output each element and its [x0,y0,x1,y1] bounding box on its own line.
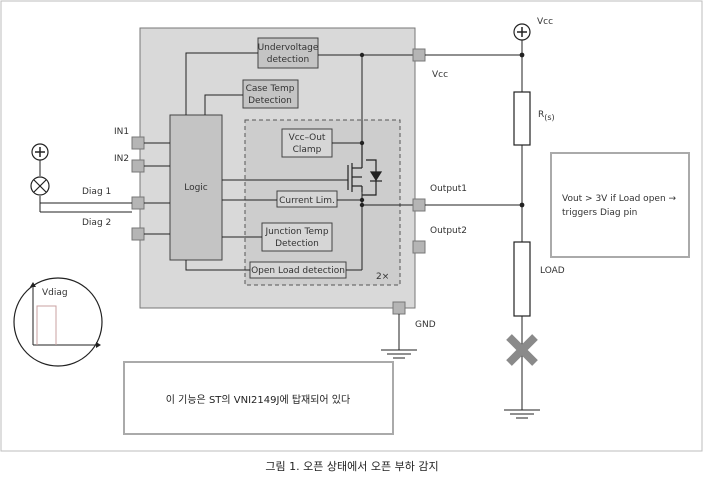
vcc-supply-label: Vcc [537,17,553,27]
pin-output1 [412,198,426,212]
vcc-out-clamp-block: Vcc–Out Clamp [281,128,333,158]
svg-text:Open Load detection: Open Load detection [251,266,345,276]
svg-text:Junction Temp: Junction Temp [264,227,328,237]
figure-caption: 그림 1. 오픈 상태에서 오픈 부하 감지 [265,459,438,473]
external-wiring [425,40,523,410]
pin-stubs [144,142,170,235]
vcc-supply-icon [513,23,531,41]
pin-in1-label: IN1 [114,127,129,137]
junction-temp-detection-block: Junction Temp Detection [261,222,333,252]
svg-text:이 기능은 ST의 VNI2149J에 탑재되어 있다: 이 기능은 ST의 VNI2149J에 탑재되어 있다 [166,394,350,406]
load-label: LOAD [540,266,565,276]
svg-text:Vout > 3V if Load open →: Vout > 3V if Load open → [562,194,677,204]
feature-note: 이 기능은 ST의 VNI2149J에 탑재되어 있다 [123,361,394,435]
svg-text:Detection: Detection [248,96,292,106]
internal-wires [185,52,418,271]
svg-text:Detection: Detection [275,239,319,249]
pin-diag1 [131,196,145,210]
channel-multiplier-label: 2× [376,272,389,282]
load-ground-icon [504,409,540,419]
diag-wiring [39,160,132,213]
internal-junctions [359,52,365,208]
svg-text:Undervoltage: Undervoltage [258,43,319,53]
svg-text:detection: detection [267,55,310,65]
pin-diag2-label: Diag 2 [82,218,111,228]
case-temp-detection-block: Case Temp Detection [242,79,299,109]
current-limit-block: Current Lim. [276,190,338,208]
open-load-detection-block: Open Load detection [249,261,347,279]
diag-supply-icon [31,143,49,161]
pin-in1 [131,136,145,150]
svg-text:Case Temp: Case Temp [246,84,295,94]
pin-gnd [392,301,406,315]
undervoltage-detection-block: Undervoltage detection [257,37,319,69]
svg-text:Clamp: Clamp [293,145,322,155]
svg-text:Current Lim.: Current Lim. [279,196,335,206]
pin-diag1-label: Diag 1 [82,187,111,197]
pin-output1-label: Output1 [430,184,467,194]
pin-diag2 [131,227,145,241]
svg-text:triggers Diag pin: triggers Diag pin [562,208,637,218]
vdiag-label: Vdiag [42,288,68,298]
pin-vcc [412,48,426,62]
svg-text:Logic: Logic [184,183,208,193]
svg-text:Vcc–Out: Vcc–Out [289,133,326,143]
mosfet-icon [347,143,383,196]
pin-vcc-label: Vcc [432,70,448,80]
load-resistor [513,241,531,317]
pin-output2-label: Output2 [430,226,467,236]
open-load-note: Vout > 3V if Load open → triggers Diag p… [550,152,690,258]
pin-in2 [131,159,145,173]
external-junctions [519,52,525,208]
pin-output2 [412,240,426,254]
vdiag-waveform-icon [13,277,103,367]
logic-block: Logic [169,114,223,261]
pin-gnd-label: GND [415,320,436,330]
rsense-resistor [513,91,531,146]
chip-ground-icon [381,314,417,359]
diag-lamp-icon [30,176,50,196]
open-load-cross-icon [506,334,538,366]
pin-in2-label: IN2 [114,154,129,164]
rsense-label: R(s) [538,110,555,122]
